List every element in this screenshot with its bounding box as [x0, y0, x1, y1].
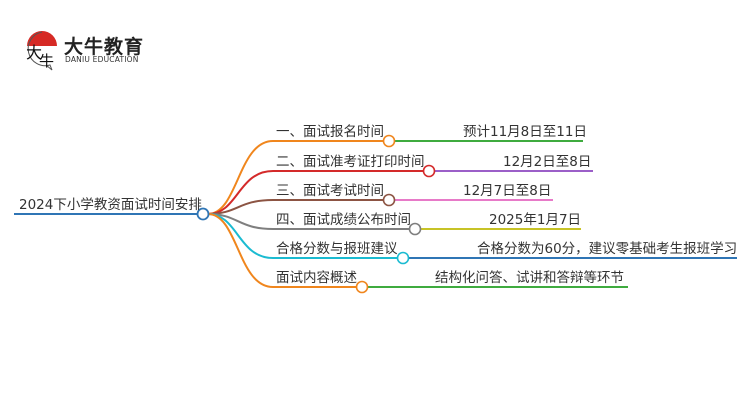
branch-node	[382, 193, 396, 207]
branch-value[interactable]: 合格分数为60分，建议零基础考生报班学习	[477, 241, 738, 257]
branch-node	[355, 280, 369, 294]
logo-subtitle: DANIU EDUCATION	[65, 55, 139, 64]
branch-value[interactable]: 预计11月8日至11日	[463, 124, 587, 140]
branch-node	[382, 134, 396, 148]
logo-mark-icon: 大 牛	[26, 31, 57, 71]
branch-label[interactable]: 三、面试考试时间	[276, 183, 384, 199]
branch-value[interactable]: 2025年1月7日	[489, 212, 582, 228]
branch-value[interactable]: 结构化问答、试讲和答辩等环节	[435, 270, 624, 286]
logo-mark-text: 大	[26, 43, 42, 62]
branch-connector	[207, 170, 423, 215]
logo-title: 大牛教育	[64, 36, 145, 58]
branch-node	[408, 222, 422, 236]
logo: 大 牛 大牛教育 DANIU EDUCATION	[22, 28, 172, 72]
branch-connector	[207, 213, 356, 288]
branch-label[interactable]: 一、面试报名时间	[276, 124, 384, 140]
branch-label[interactable]: 二、面试准考证打印时间	[276, 154, 425, 170]
branch-label[interactable]: 合格分数与报班建议	[276, 241, 398, 257]
branch-connector	[207, 140, 383, 215]
branch-value[interactable]: 12月2日至8日	[503, 154, 592, 170]
branch-label[interactable]: 四、面试成绩公布时间	[276, 212, 411, 228]
root-topic[interactable]: 2024下小学教资面试时间安排	[19, 197, 202, 213]
branch-node	[422, 164, 436, 178]
branch-value[interactable]: 12月7日至8日	[463, 183, 552, 199]
branch-label[interactable]: 面试内容概述	[276, 270, 357, 286]
branch-node	[396, 251, 410, 265]
root-node	[196, 207, 210, 221]
svg-text:牛: 牛	[39, 52, 54, 70]
